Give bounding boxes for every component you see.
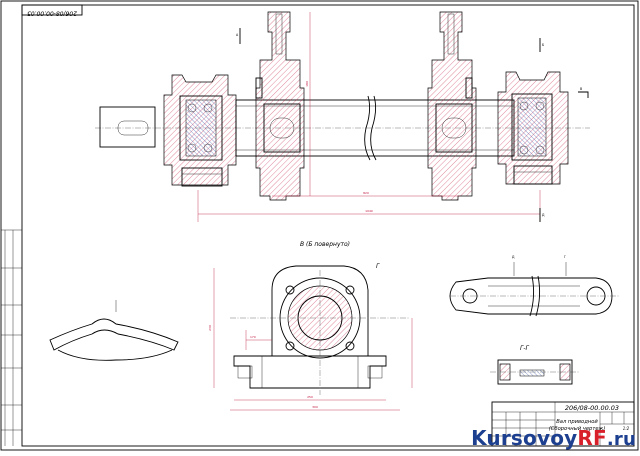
arrow-label-d-arm: Д — [512, 255, 515, 259]
dim-shaft-span: 820 — [363, 191, 369, 195]
watermark: KursovoyRF.ru — [471, 426, 636, 450]
arm-view: Д Г — [449, 255, 620, 317]
left-margin-strips — [1, 229, 22, 446]
dim-bolt-spacing: 170 — [250, 335, 256, 339]
right-bearing-housing — [497, 71, 569, 185]
section-label-gg: Г-Г — [520, 345, 530, 352]
section-label-g: Г — [376, 263, 380, 270]
arrow-label-a: А — [236, 33, 239, 37]
title-block: 206/08-00.00.03 Вал приводной (Сборочный… — [491, 401, 635, 447]
left-bearing-housing — [163, 74, 237, 187]
shaft-assembly-view: 1040 820 180 А Б Д В — [95, 11, 590, 222]
watermark-suffix: .ru — [606, 429, 636, 450]
arrow-label-d: Д — [542, 213, 545, 217]
dim-sprocket-height: 180 — [305, 81, 309, 87]
dim-base-width: 250 — [307, 395, 313, 399]
arrow-label-v: В — [580, 87, 582, 91]
shaft-left-end — [99, 106, 156, 148]
left-sprocket — [255, 11, 305, 201]
title-name-line2: (Сборочный чертеж) — [549, 426, 606, 432]
bolts — [255, 77, 473, 99]
right-sprocket — [427, 11, 477, 201]
dimension-lines: 1040 820 180 — [197, 12, 541, 222]
title-designation: 206/08-00.00.03 — [565, 404, 619, 412]
title-scale: 1:2 — [623, 426, 630, 431]
watermark-rf: RF — [577, 426, 607, 450]
view-b-label: В (Б повернуто) — [300, 241, 350, 248]
dim-overall-length: 1040 — [365, 209, 373, 213]
dim-housing-height: 230 — [208, 325, 212, 331]
section-arrows: А Б Д В — [236, 28, 589, 222]
dim-housing-width: 300 — [312, 405, 318, 409]
bearing-housing-view: В (Б повернуто) Г 230 250 300 170 — [208, 241, 413, 411]
watermark-main: Kursovoy — [471, 426, 578, 450]
title-name-line1: Вал приводной — [556, 419, 598, 425]
inner-frame — [21, 4, 635, 447]
curved-plate-view — [49, 300, 179, 361]
section-gg-view: Г-Г — [490, 345, 580, 385]
arrow-label-g-arm: Г — [564, 255, 566, 259]
stamp-code-rotated: 206/08-00.00.03 — [27, 10, 77, 17]
arrow-label-b: Б — [542, 43, 544, 47]
rotated-stamp: 206/08-00.00.03 — [21, 4, 83, 17]
